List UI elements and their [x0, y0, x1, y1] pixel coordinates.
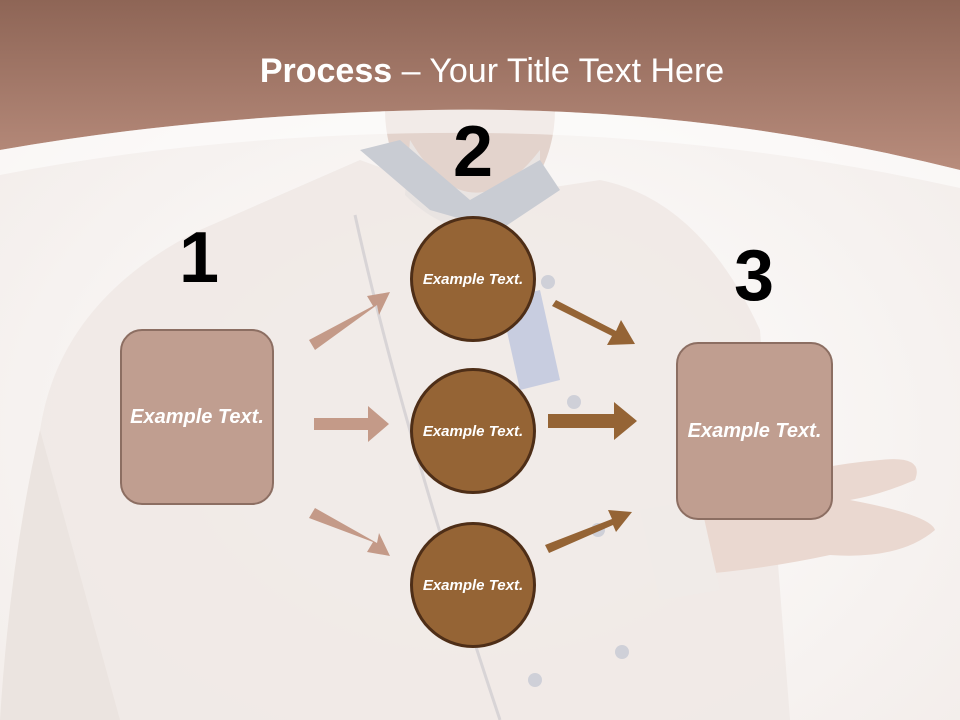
arrow-1-to-2-top: [309, 292, 390, 350]
title-rest: – Your Title Text Here: [392, 52, 725, 90]
step-3-box: Example Text.: [676, 342, 833, 520]
arrow-2-to-3-top: [552, 300, 635, 345]
step-2-text-top: Example Text.: [422, 270, 524, 288]
header-banner: [0, 0, 960, 188]
step-2-circle-middle: Example Text.: [410, 368, 536, 494]
step-number-2: 2: [452, 112, 494, 192]
step-2-text-middle: Example Text.: [422, 422, 524, 440]
arrow-2-to-3-bottom: [545, 510, 632, 553]
step-3-text: Example Text.: [687, 419, 822, 442]
step-1-box: Example Text.: [120, 329, 274, 505]
title-bold: Process: [259, 52, 393, 90]
arrow-2-to-3-middle: [548, 402, 637, 440]
step-number-1: 1: [178, 218, 220, 298]
step-1-text: Example Text.: [130, 405, 264, 428]
step-number-3: 3: [733, 236, 775, 316]
step-2-text-bottom: Example Text.: [422, 576, 524, 594]
arrow-1-to-2-bottom: [309, 508, 390, 556]
slide-title: Process – Your Title Text Here: [0, 52, 960, 91]
step-2-circle-top: Example Text.: [410, 216, 536, 342]
step-2-circle-bottom: Example Text.: [410, 522, 536, 648]
arrow-1-to-2-middle: [314, 406, 389, 442]
